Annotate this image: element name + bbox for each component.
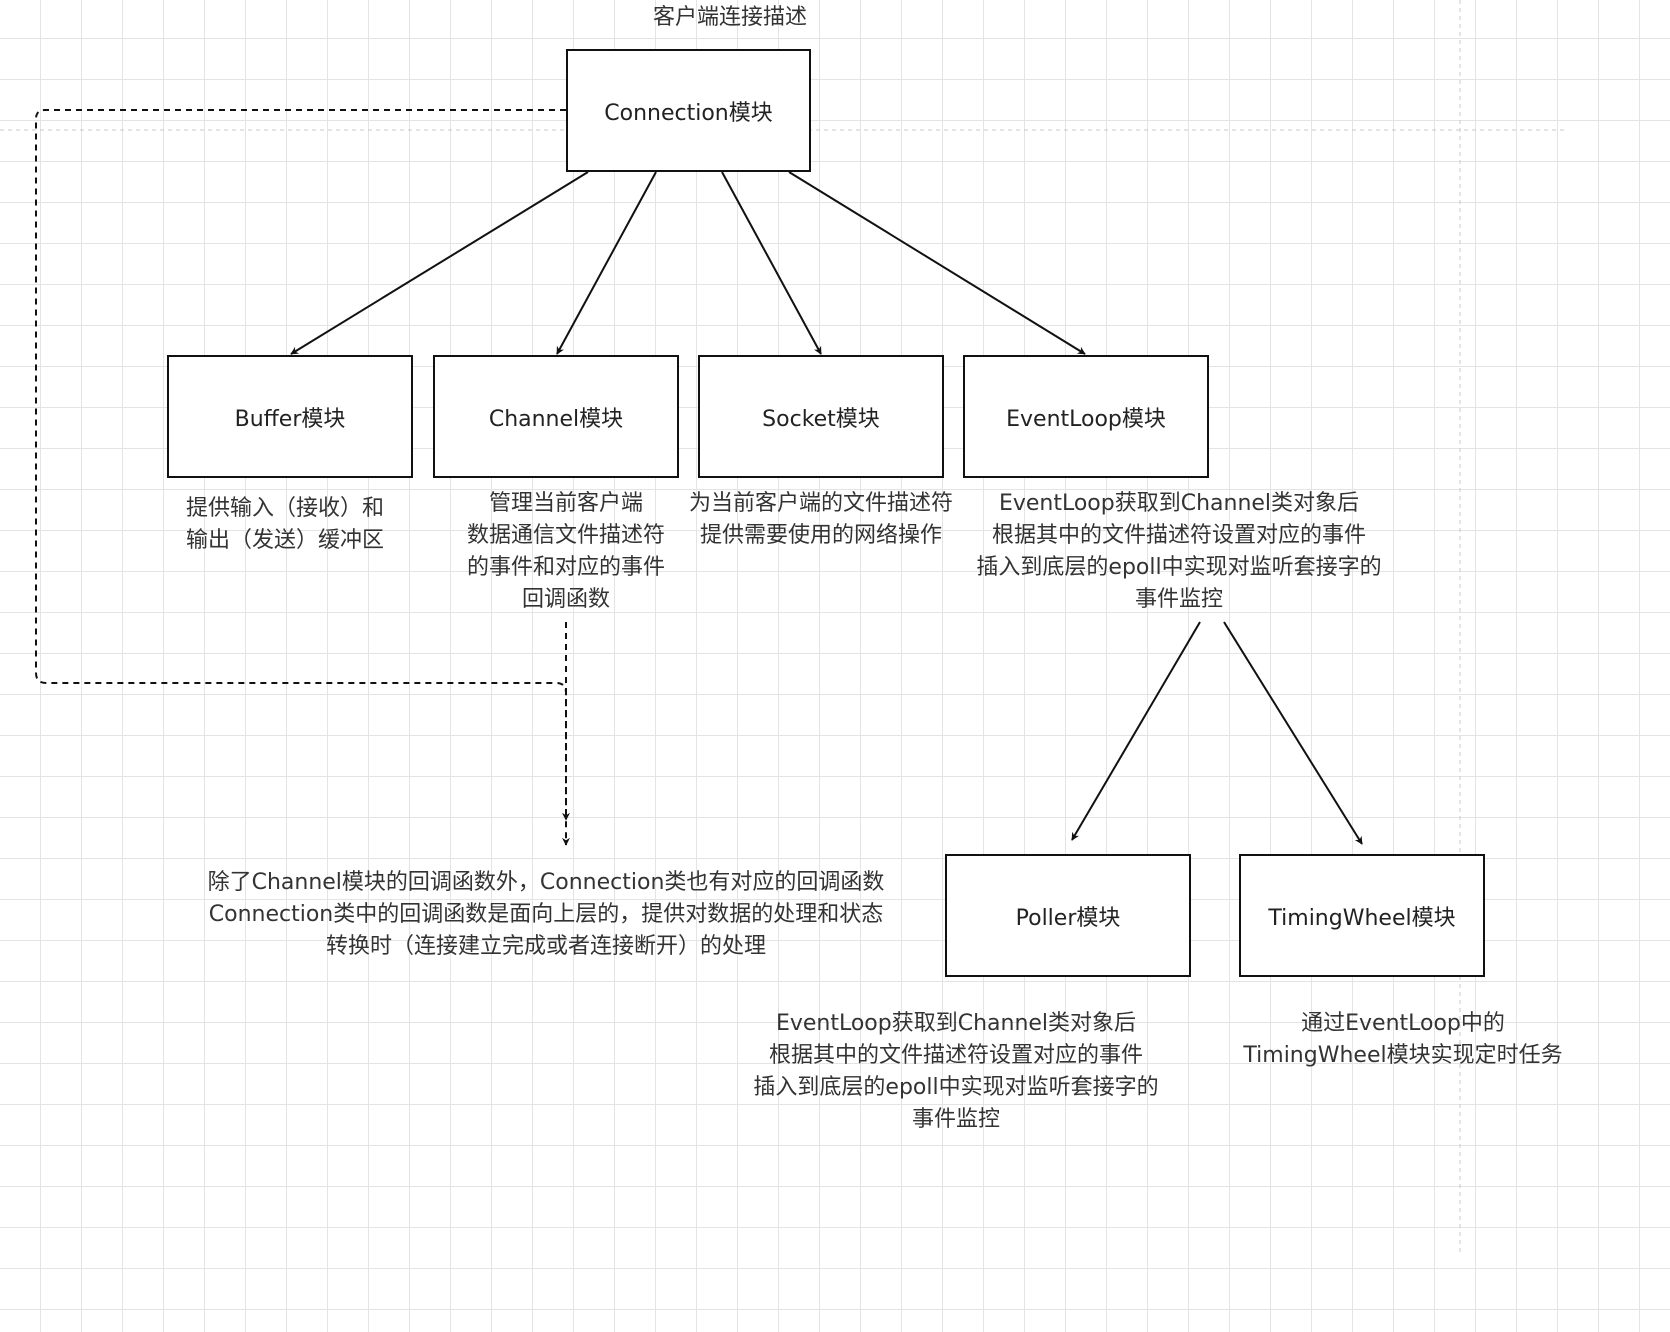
- edge-eventloop-timingwheel: [1223, 621, 1363, 845]
- edge-connection-channel: [556, 171, 657, 355]
- edge-connection-socket: [721, 171, 822, 355]
- connection-callbacks-caption: 除了Channel模块的回调函数外，Connection类也有对应的回调函数 C…: [207, 870, 885, 959]
- edge-connection-buffer: [290, 171, 589, 355]
- channel-module-node[interactable]: Channel模块: [433, 355, 679, 478]
- timingwheel-module-node[interactable]: TimingWheel模块: [1239, 854, 1485, 977]
- poller-caption: EventLoop获取到Channel类对象后 根据其中的文件描述符设置对应的事…: [753, 1011, 1159, 1132]
- socket-module-node[interactable]: Socket模块: [698, 355, 944, 478]
- edge-connection-eventloop: [788, 171, 1086, 355]
- connection-module-node[interactable]: Connection模块: [566, 49, 811, 172]
- socket-caption: 为当前客户端的文件描述符 提供需要使用的网络操作: [688, 491, 953, 548]
- diagram-title: 客户端连接描述: [652, 5, 807, 30]
- eventloop-caption: EventLoop获取到Channel类对象后 根据其中的文件描述符设置对应的事…: [976, 491, 1382, 612]
- eventloop-module-node[interactable]: EventLoop模块: [963, 355, 1209, 478]
- channel-caption: 管理当前客户端 数据通信文件描述符 的事件和对应的事件 回调函数: [466, 491, 665, 612]
- buffer-module-node[interactable]: Buffer模块: [167, 355, 413, 478]
- poller-module-node[interactable]: Poller模块: [945, 854, 1191, 977]
- buffer-caption: 提供输入（接收）和 输出（发送）缓冲区: [186, 496, 385, 553]
- edge-eventloop-poller: [1071, 621, 1201, 841]
- timingwheel-caption: 通过EventLoop中的 TimingWheel模块实现定时任务: [1243, 1011, 1563, 1068]
